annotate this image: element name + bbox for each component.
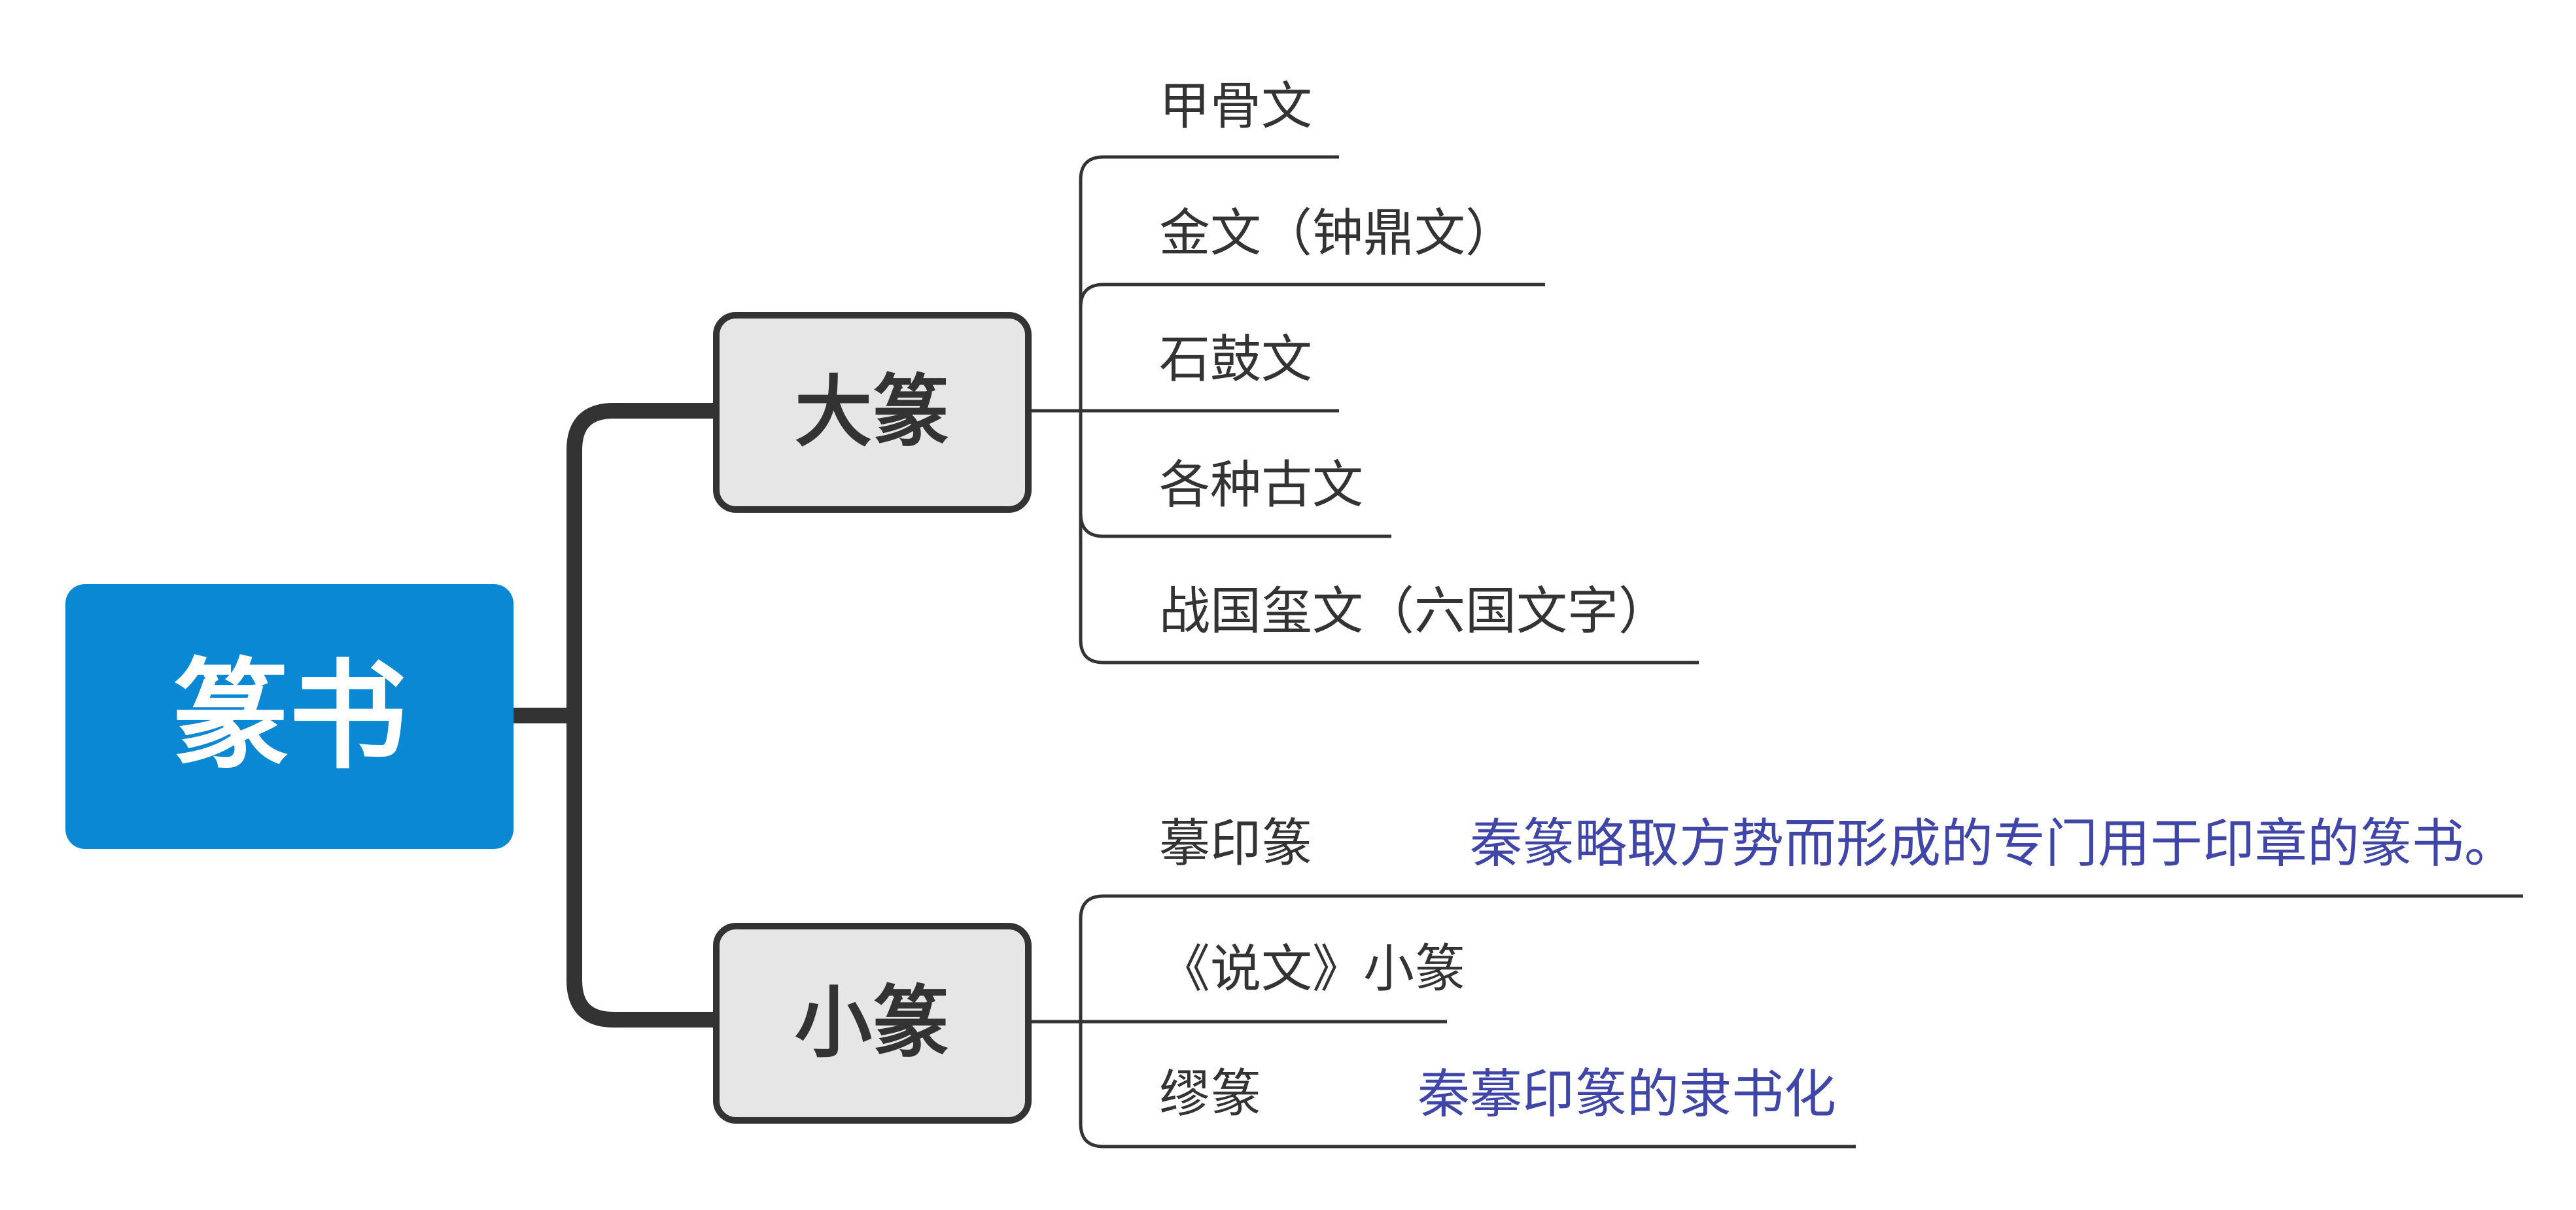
branch-label: 大篆 [795, 367, 949, 457]
dazhuan-curve-4 [1079, 513, 1104, 538]
leaf-shiguwen[interactable]: 石鼓文 [1159, 330, 1312, 389]
note-moyinzhuan: 秦篆略取方势而形成的专门用于印章的篆书。 [1470, 814, 2516, 874]
leaf-shuowen-xiaozhuan[interactable]: 《说文》小篆 [1159, 940, 1465, 999]
root-connectors [510, 403, 716, 1028]
leaf-guwen[interactable]: 各种古文 [1159, 456, 1363, 515]
leaf-moyinzhuan[interactable]: 摹印篆 [1159, 814, 1312, 873]
branch-node-xiaozhuan[interactable]: 小篆 [713, 923, 1032, 1124]
branch-node-box [713, 923, 1032, 1124]
connector-to-dazhuan [566, 403, 716, 1028]
dazhuan-curve-2 [1079, 283, 1104, 308]
dazhuan-connectors [1028, 155, 1699, 665]
root-node[interactable]: 篆书 [65, 584, 513, 849]
leaf-miuzhuan[interactable]: 缪篆 [1159, 1065, 1261, 1124]
branch-label: 小篆 [795, 978, 949, 1068]
root-node-box [65, 584, 513, 849]
leaf-xiwen[interactable]: 战国玺文（六国文字） [1159, 582, 1669, 641]
branch-node-box [713, 312, 1032, 513]
leaf-jinwen[interactable]: 金文（钟鼎文） [1159, 204, 1516, 263]
leaf-jiaguwen[interactable]: 甲骨文 [1159, 77, 1312, 136]
note-miuzhuan: 秦摹印篆的隶书化 [1418, 1064, 1836, 1125]
branch-node-dazhuan[interactable]: 大篆 [713, 312, 1032, 513]
xiaozhuan-connectors [1028, 894, 2523, 1149]
root-label: 篆书 [171, 649, 407, 786]
